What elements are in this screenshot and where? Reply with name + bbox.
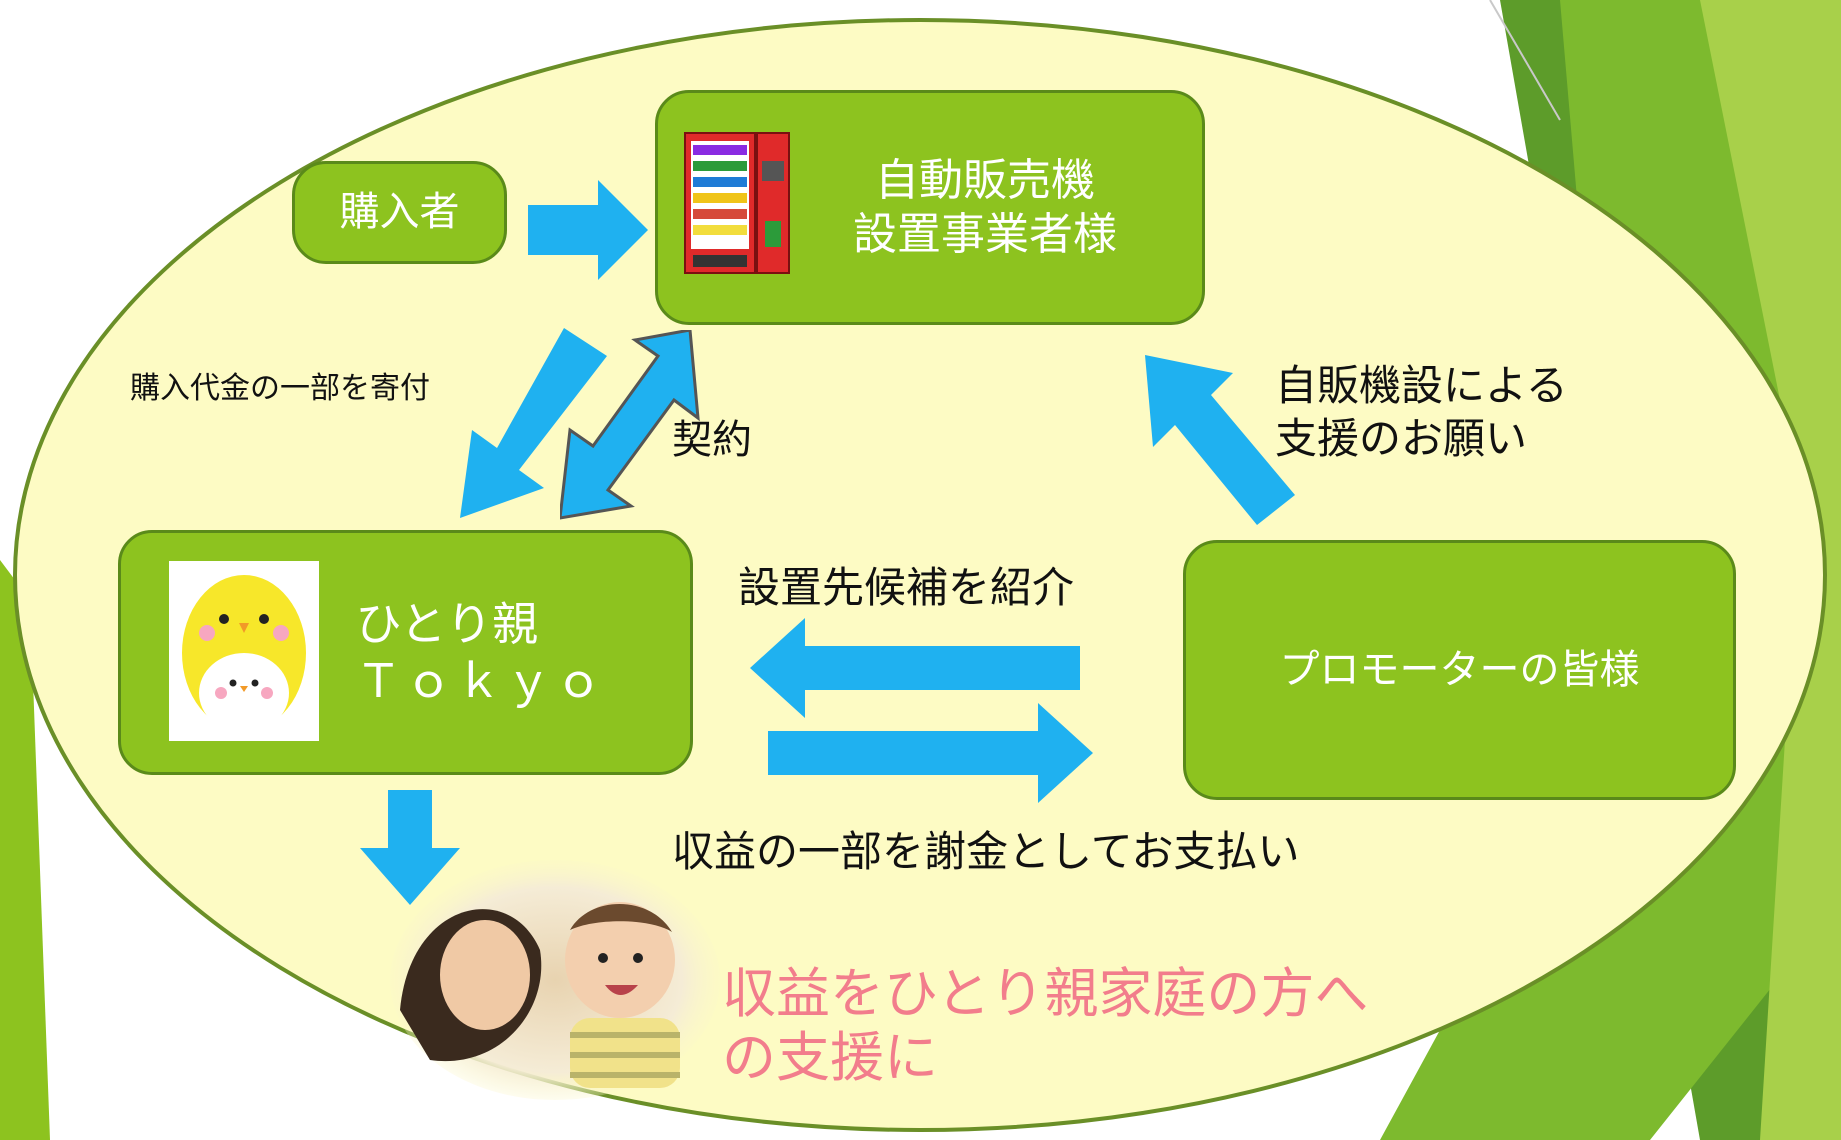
buyer-box: 購入者 (292, 161, 507, 264)
arrow-introduce (750, 618, 1080, 718)
vendor-label-line1: 自動販売機 (875, 154, 1095, 206)
goal-label-line1: 収益をひとり親家庭の方へ (722, 962, 1369, 1025)
reward-label: 収益の一部を謝金としてお支払い (672, 827, 1300, 876)
introduce-label: 設置先候補を紹介 (738, 563, 1075, 612)
hitorioya-label-line1: ひとり親 (355, 597, 539, 652)
bg-thin-line (1489, 0, 1561, 121)
arrow-request (1145, 355, 1295, 525)
promoters-label: プロモーターの皆様 (1279, 646, 1640, 693)
promoters-box: プロモーターの皆様 (1183, 540, 1736, 800)
vending-machine-icon (684, 132, 790, 274)
buyer-label: 購入者 (339, 189, 460, 236)
contract-label: 契約 (672, 417, 752, 463)
mother-and-baby-photo (390, 860, 720, 1100)
request-label: 自販機設による 支援のお願い (1275, 360, 1568, 465)
donation-label: 購入代金の一部を寄付 (130, 371, 430, 406)
bg-shape-right-light (1700, 0, 1841, 1140)
vendor-box: 自動販売機 設置事業者様 (655, 90, 1205, 325)
arrow-donation (460, 328, 607, 518)
arrow-reward (768, 703, 1093, 803)
arrow-to-support (360, 790, 460, 905)
process-ellipse (13, 18, 1827, 1132)
arrow-contract (560, 330, 700, 520)
chick-mascot-icon (169, 561, 319, 741)
hitorioya-box: ひとり親 Ｔｏｋｙｏ (118, 530, 693, 775)
arrow-buyer-to-vendor (528, 180, 648, 280)
request-label-line2: 支援のお願い (1275, 413, 1528, 463)
hitorioya-label-line2: Ｔｏｋｙｏ (355, 653, 606, 708)
request-label-line1: 自販機設による (1275, 361, 1568, 410)
bg-shape-left (0, 560, 50, 1140)
goal-label: 収益をひとり親家庭の方へ の支援に (722, 962, 1368, 1089)
vendor-label-line2: 設置事業者様 (853, 208, 1117, 260)
goal-label-line2: の支援に (722, 1025, 938, 1089)
